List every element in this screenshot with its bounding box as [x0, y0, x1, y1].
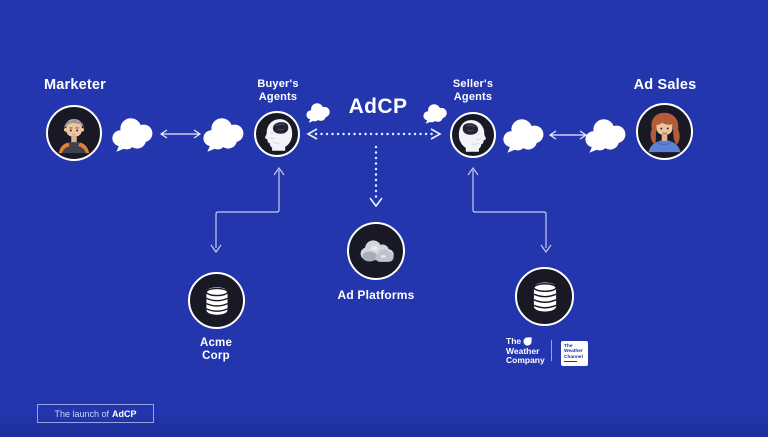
acme-label: Acme Corp: [181, 337, 251, 363]
acme-label-line1: Acme: [199, 337, 233, 349]
ad-sales-label: Ad Sales: [633, 77, 697, 93]
adcp-title: AdCP: [348, 95, 408, 118]
ad-platforms-label: Ad Platforms: [337, 288, 415, 302]
sellers-agents-label-line2: Agents: [453, 90, 493, 103]
marketer-avatar: [46, 105, 102, 161]
man-avatar-icon: [58, 119, 90, 154]
sellers-agents-label-line1: Seller's: [452, 78, 494, 90]
cloud-bubble-icon: [112, 118, 153, 152]
arrow-marketer-buyer: [159, 129, 202, 139]
speech-bubble: [501, 117, 549, 155]
weather-company-line2: Weather: [506, 345, 540, 356]
buyers-agents-label-line1: Buyer's: [257, 78, 299, 90]
buyers-agents-label: Buyer's Agents: [238, 78, 318, 103]
woman-avatar-icon: [648, 112, 681, 153]
ad-sales-avatar: [636, 103, 693, 160]
leaf-icon: [523, 337, 532, 346]
cloud-bubble-icon: [306, 103, 330, 123]
marketer-label: Marketer: [43, 77, 107, 93]
weather-node: [515, 267, 574, 326]
acme-node: [188, 272, 245, 329]
sellers-agents-label: Seller's Agents: [433, 78, 513, 103]
adcp-dotted-vertical-arrow: [369, 145, 383, 208]
robot-head-icon: [458, 119, 486, 152]
arrow-seller-adsales: [548, 130, 588, 140]
cloud-bubble-icon: [503, 119, 544, 153]
acme-label-line2: Corp: [202, 350, 230, 362]
robot-head-icon: [264, 118, 292, 151]
seller-agent-avatar: [450, 112, 496, 158]
small-cloud-icon: [422, 103, 450, 125]
weather-channel-underline: [564, 360, 577, 362]
small-cloud-icon: [305, 102, 333, 124]
cloud-icon: [360, 240, 394, 262]
weather-channel-line1: The: [564, 344, 573, 349]
buyer-agent-avatar: [254, 111, 300, 157]
connector-seller-weather: [467, 166, 552, 254]
weather-channel-line2: Weather: [564, 349, 583, 355]
speech-bubble: [201, 116, 249, 154]
launch-caption: The launch of AdCP: [37, 404, 154, 423]
connector-buyer-acme: [210, 166, 285, 254]
cloud-bubble-icon: [423, 104, 447, 124]
weather-channel-logo: The Weather Channel: [561, 341, 588, 366]
database-icon: [205, 286, 228, 315]
speech-bubble: [583, 117, 631, 155]
buyers-agents-label-line2: Agents: [258, 90, 298, 103]
ad-platforms-node: [347, 222, 405, 280]
weather-channel-line3: Channel: [564, 354, 583, 360]
logo-divider: [551, 340, 552, 361]
database-icon: [532, 282, 557, 311]
speech-bubble: [110, 116, 158, 154]
launch-caption-prefix: The launch of: [54, 408, 110, 419]
weather-company-logo: The Weather Company: [506, 336, 545, 366]
launch-caption-highlight: AdCP: [112, 408, 137, 419]
cloud-bubble-icon: [585, 119, 626, 153]
weather-company-line3: Company: [506, 355, 545, 365]
adcp-dotted-horizontal-arrow: [306, 128, 442, 140]
cloud-bubble-icon: [203, 118, 244, 152]
weather-company-line1: The: [506, 336, 522, 346]
